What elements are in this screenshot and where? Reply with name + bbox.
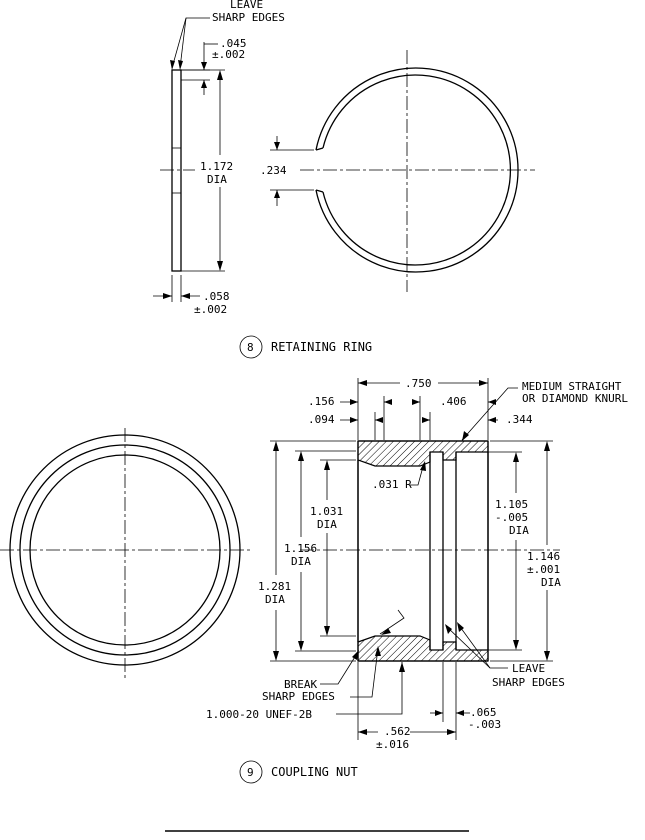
- nut-d344: .344: [506, 413, 533, 426]
- nut-dia1281-2: DIA: [265, 593, 285, 606]
- knurl-label-1: MEDIUM STRAIGHT: [522, 380, 622, 393]
- nut-dia1146-3: DIA: [541, 576, 561, 589]
- ring-width-tol-2: ±.002: [212, 48, 245, 61]
- ring-thick-2: ±.002: [194, 303, 227, 316]
- leave-label-2: SHARP EDGES: [492, 676, 565, 689]
- ring-gap-value: .234: [260, 164, 287, 177]
- nut-d156: .156: [308, 395, 335, 408]
- nut-d562-2: ±.016: [376, 738, 409, 751]
- callout-8-circle: [239, 335, 263, 359]
- nut-top-section: [357, 440, 489, 467]
- nut-d562-1: .562: [384, 725, 411, 738]
- thread-spec: 1.000-20 UNEF-2B: [206, 708, 312, 721]
- nut-d065-2: -.003: [468, 718, 501, 731]
- nut-overall-length: .750: [405, 377, 432, 390]
- retaining-ring-drawing: LEAVE SHARP EDGES .045 ±.002 1.172 DIA .…: [153, 0, 535, 359]
- nut-dia1105-3: DIA: [509, 524, 529, 537]
- nut-dia1146-1: 1.146: [527, 550, 560, 563]
- nut-d065-1: .065: [470, 706, 497, 719]
- nut-dia1156-2: DIA: [291, 555, 311, 568]
- ring-width-tol-1: .045: [220, 37, 247, 50]
- knurl-label-2: OR DIAMOND KNURL: [522, 392, 628, 405]
- nut-title: COUPLING NUT: [271, 765, 358, 779]
- ring-dia-label: DIA: [207, 173, 227, 186]
- leave-label-1: LEAVE: [512, 662, 545, 675]
- nut-dia1281-1: 1.281: [258, 580, 291, 593]
- nut-d094: .094: [308, 413, 335, 426]
- nut-dia1031-2: DIA: [317, 518, 337, 531]
- break-label-1: BREAK: [284, 678, 317, 691]
- callout-9-circle: [239, 760, 263, 784]
- nut-bottom-section: [357, 635, 489, 662]
- nut-radius: .031 R: [372, 478, 412, 491]
- callout-8-number: 8: [247, 341, 254, 354]
- nut-dia1105-2: -.005: [495, 511, 528, 524]
- coupling-nut-drawing: .750 .156 .094 .406 .344 MEDIUM STRAIGHT…: [0, 377, 628, 784]
- ring-side-view: [171, 69, 182, 272]
- ring-thick-1: .058: [203, 290, 230, 303]
- ring-leave-label-1: LEAVE: [230, 0, 263, 11]
- ring-title: RETAINING RING: [271, 340, 372, 354]
- ring-dia-value: 1.172: [200, 160, 233, 173]
- nut-dia1031-1: 1.031: [310, 505, 343, 518]
- ring-leave-label-2: SHARP EDGES: [212, 11, 285, 24]
- nut-dia1105-1: 1.105: [495, 498, 528, 511]
- callout-9-number: 9: [247, 766, 254, 779]
- break-label-2: SHARP EDGES: [262, 690, 335, 703]
- nut-d406: .406: [440, 395, 467, 408]
- nut-dia1146-2: ±.001: [527, 563, 560, 576]
- nut-dia1156-1: 1.156: [284, 542, 317, 555]
